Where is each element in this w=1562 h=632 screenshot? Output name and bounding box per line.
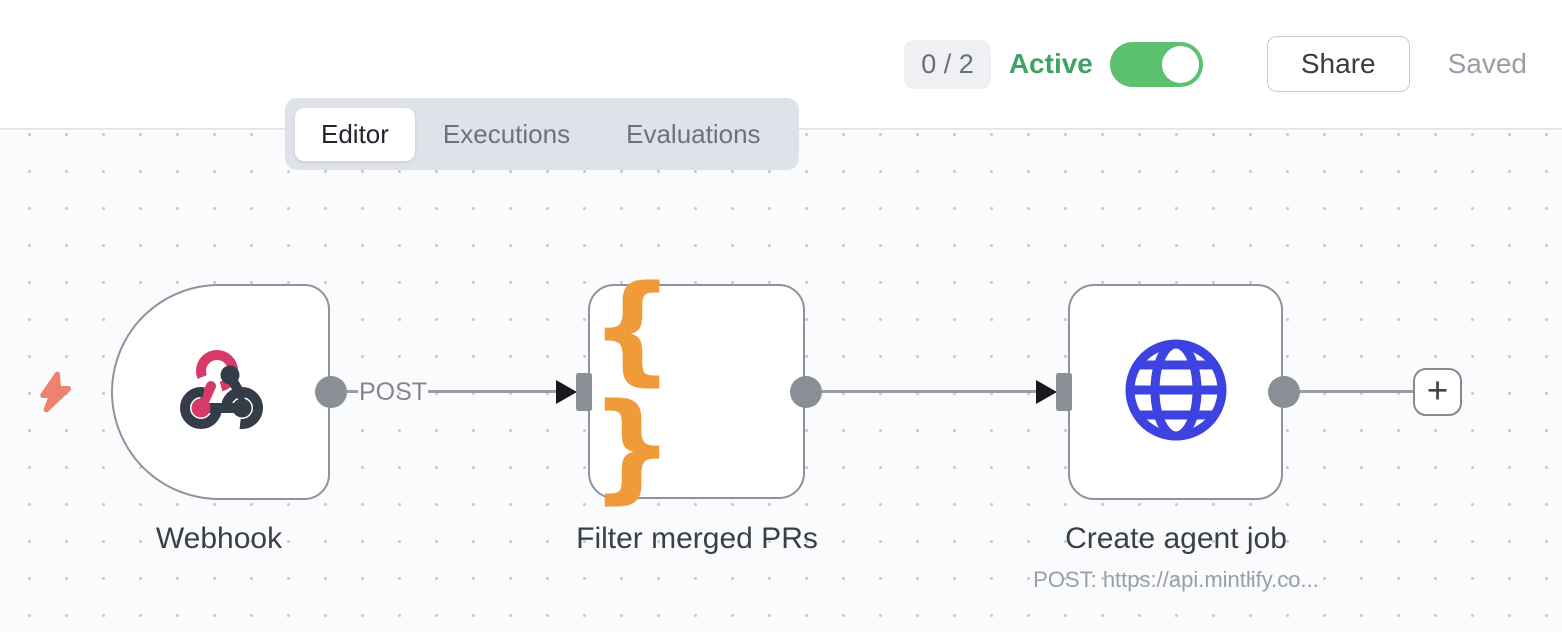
node-subtitle-create-agent-job: POST: https://api.mintlify.co... [1033,567,1319,592]
add-node-button[interactable]: + [1413,368,1462,416]
connection-arrow-2 [1036,380,1057,404]
toggle-knob [1161,45,1199,83]
connection-http-add [1300,390,1414,393]
active-label: Active [1008,48,1093,79]
output-endpoint-filter[interactable] [790,376,822,408]
connection-arrow-1 [556,380,577,404]
connection-webhook-filter [428,390,557,393]
input-endpoint-filter[interactable] [576,373,592,411]
node-label-filter-merged-prs: Filter merged PRs [576,522,818,555]
save-status: Saved [1447,48,1527,79]
code-braces-icon: { } [590,258,677,515]
webhook-icon [173,342,269,443]
webhook-method-label: POST [359,378,428,406]
input-endpoint-http[interactable] [1056,373,1072,411]
tab-editor[interactable]: Editor [295,107,415,161]
share-button[interactable]: Share [1266,36,1410,92]
tab-executions[interactable]: Executions [442,118,571,149]
node-create-agent-job[interactable] [1068,284,1283,500]
tab-evaluations[interactable]: Evaluations [626,118,761,149]
node-webhook[interactable] [111,284,330,500]
node-filter-merged-prs[interactable]: { } [588,269,805,505]
globe-icon [1120,334,1232,451]
top-bar-controls: 0 / 2 Active Share Saved [904,0,1527,128]
view-tabs: Editor Executions Evaluations [285,98,799,170]
connection-filter-http [822,390,1036,393]
issues-counter-badge[interactable]: 0 / 2 [904,39,991,89]
output-endpoint-http[interactable] [1268,376,1300,408]
output-endpoint-webhook[interactable] [315,376,347,408]
node-label-webhook: Webhook [155,522,283,555]
trigger-bolt-icon [32,370,76,419]
active-toggle[interactable] [1109,41,1203,87]
wire-stub-webhook [347,390,358,393]
node-label-create-agent-job: Create agent job [1065,522,1287,555]
